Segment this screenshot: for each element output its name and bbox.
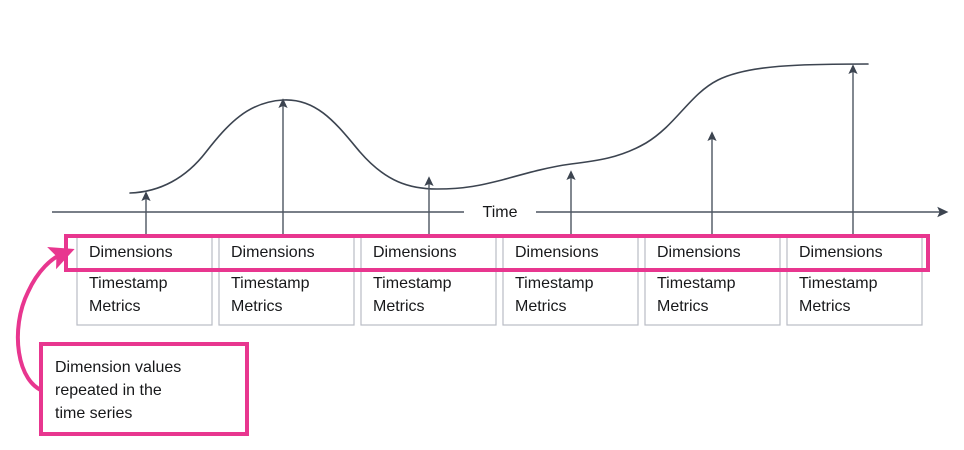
record-box-2-metrics: Metrics [231, 298, 283, 315]
record-box-1-timestamp: Timestamp [89, 275, 168, 292]
record-box-6-dimensions: Dimensions [799, 244, 883, 261]
record-box-3-dimensions: Dimensions [373, 244, 457, 261]
record-box-2-dimensions: Dimensions [231, 244, 315, 261]
callout-line-2: repeated in the [55, 382, 162, 399]
callout-connector-arrow [16, 247, 75, 394]
record-box-6-metrics: Metrics [799, 298, 851, 315]
callout-line-1: Dimension values [55, 359, 181, 376]
record-box-5-dimensions: Dimensions [657, 244, 741, 261]
record-box-4-frame [502, 234, 639, 326]
record-box-1[interactable]: Dimensions Timestamp Metrics [76, 234, 213, 326]
record-box-4[interactable]: Dimensions Timestamp Metrics [502, 234, 639, 326]
record-box-1-dimensions: Dimensions [89, 244, 173, 261]
record-box-2-timestamp: Timestamp [231, 275, 310, 292]
callout-line-3: time series [55, 405, 132, 422]
record-box-3[interactable]: Dimensions Timestamp Metrics [360, 234, 497, 326]
record-box-4-timestamp: Timestamp [515, 275, 594, 292]
record-box-2[interactable]: Dimensions Timestamp Metrics [218, 234, 355, 326]
record-box-4-metrics: Metrics [515, 298, 567, 315]
sample-arrows-group [141, 64, 858, 238]
record-box-1-metrics: Metrics [89, 298, 141, 315]
record-box-5-metrics: Metrics [657, 298, 709, 315]
time-series-curve [129, 63, 869, 194]
record-boxes-group: Dimensions Timestamp Metrics Dimensions … [76, 234, 923, 326]
record-box-2-frame [218, 234, 355, 326]
time-axis: Time [52, 204, 949, 221]
record-box-5-timestamp: Timestamp [657, 275, 736, 292]
record-box-5-frame [644, 234, 781, 326]
record-box-3-timestamp: Timestamp [373, 275, 452, 292]
time-axis-label: Time [483, 204, 518, 221]
record-box-6-timestamp: Timestamp [799, 275, 878, 292]
record-box-5[interactable]: Dimensions Timestamp Metrics [644, 234, 781, 326]
record-box-6[interactable]: Dimensions Timestamp Metrics [786, 234, 923, 326]
record-box-3-frame [360, 234, 497, 326]
record-box-4-dimensions: Dimensions [515, 244, 599, 261]
record-box-3-metrics: Metrics [373, 298, 425, 315]
time-series-curve-group [129, 63, 869, 194]
callout-box: Dimension values repeated in the time se… [39, 342, 249, 436]
record-box-1-frame [76, 234, 213, 326]
callout-box-frame [39, 342, 249, 436]
